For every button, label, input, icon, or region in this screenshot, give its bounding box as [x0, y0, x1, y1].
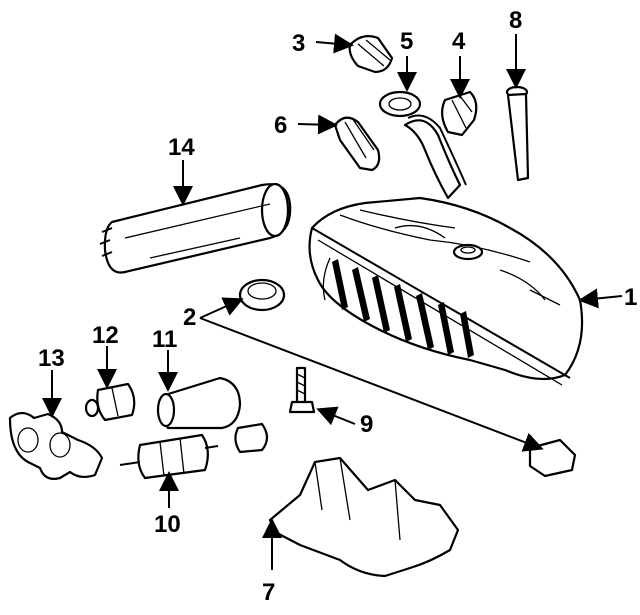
callout-12: 12 [92, 322, 119, 349]
fuel-pump-10 [119, 433, 219, 480]
fuel-cap-2 [238, 278, 286, 312]
callout-14: 14 [168, 134, 195, 161]
callout-3: 3 [292, 30, 305, 57]
callout-13: 13 [38, 345, 65, 372]
callout-9: 9 [360, 411, 373, 438]
callout-7: 7 [262, 579, 275, 606]
sender-unit-4 [441, 90, 478, 137]
connector-block-2 [528, 438, 577, 478]
callout-1: 1 [624, 284, 637, 311]
filler-pipe-8 [505, 85, 530, 182]
pressure-regulator-12 [84, 382, 136, 422]
callout-2: 2 [183, 304, 196, 331]
bolt-9 [288, 366, 316, 414]
boot-6 [333, 116, 381, 172]
callout-8: 8 [509, 7, 522, 34]
callout-6: 6 [274, 112, 287, 139]
fuel-filter-11 [156, 376, 269, 454]
filler-neck [403, 114, 467, 200]
seal-ring-5 [378, 90, 422, 118]
callout-10: 10 [154, 511, 181, 538]
grommet-3 [348, 35, 394, 74]
callout-4: 4 [452, 28, 466, 55]
callout-11: 11 [152, 326, 177, 353]
charcoal-canister [99, 182, 292, 274]
callout-5: 5 [400, 28, 413, 55]
bracket-13 [8, 411, 104, 480]
heat-shield-7 [268, 456, 460, 578]
fuel-tank [308, 196, 584, 386]
